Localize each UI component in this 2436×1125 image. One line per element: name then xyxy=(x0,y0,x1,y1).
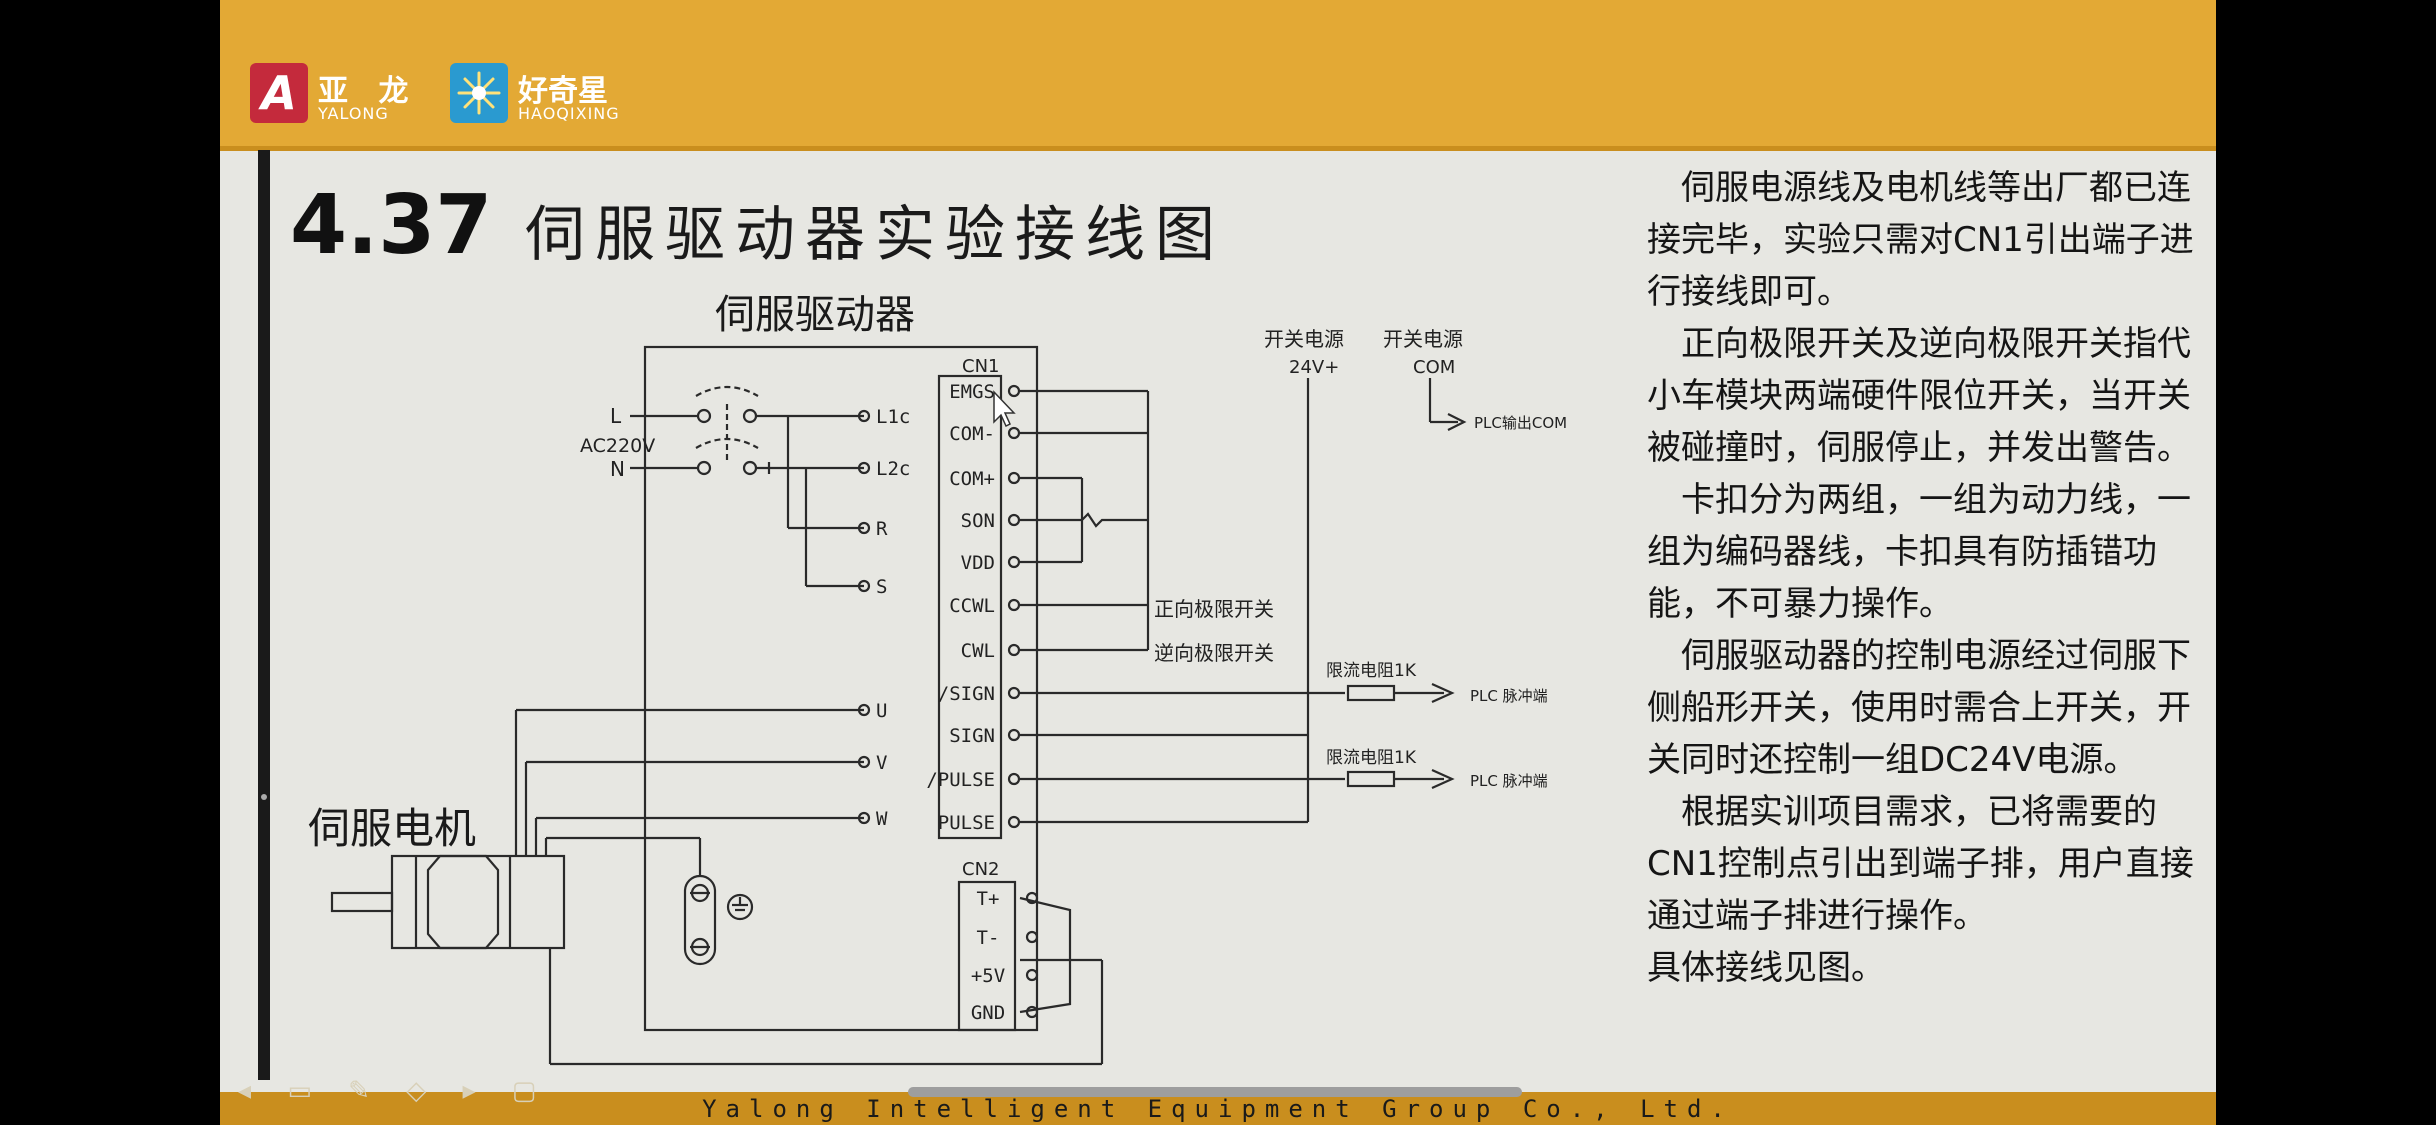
cn1-pin-label: SON xyxy=(961,510,995,532)
motor-label: 伺服电机 xyxy=(308,804,476,853)
cn1-pin-label: CWL xyxy=(961,640,995,662)
description-paragraph-1: 伺服电源线及电机线等出厂都已连接完毕，实验只需对CN1引出端子进行接线即可。 xyxy=(1647,168,2194,312)
cn1-pin-terminal xyxy=(1007,426,1021,440)
driver-terminal-label: L2c xyxy=(876,458,910,480)
forward-limit-label: 正向极限开关 xyxy=(1154,597,1274,621)
ac-source-label: AC220V xyxy=(580,435,655,457)
cn1-pin-terminal xyxy=(1007,728,1021,742)
slide-marker-dot xyxy=(261,794,267,800)
section-number: 4.37 xyxy=(290,178,493,273)
driver-terminal-label: U xyxy=(876,700,887,722)
cn1-label: CN1 xyxy=(962,356,1000,377)
driver-terminal-label: R xyxy=(876,518,888,540)
cn2-pin-terminal xyxy=(1025,930,1039,944)
description-panel: 伺服电源线及电机线等出厂都已连接完毕，实验只需对CN1引出端子进行接线即可。 正… xyxy=(1647,162,2207,994)
cn1-pins: EMGS COM- COM+ SON VDD CCWL CWL/SIGN SIGN/PULSE… xyxy=(926,381,1021,834)
description-paragraph-4: 伺服驱动器的控制电源经过伺服下侧船形开关，使用时需合上开关，开关同时还控制一组D… xyxy=(1647,636,2191,780)
cn1-pin-terminal xyxy=(1007,555,1021,569)
resistor-1-label: 限流电阻1K xyxy=(1326,661,1417,681)
slide: A 亚 龙 YALONG 好奇星 HAOQIXING 4.37 伺服驱动器实验接… xyxy=(220,0,2216,1125)
slideshow-controls[interactable]: ◂ ▭ ✎ ◇ ▸ ▢ xyxy=(238,1076,551,1106)
cn2-label: CN2 xyxy=(962,859,1000,880)
ground-icon xyxy=(726,893,754,921)
header-divider xyxy=(220,146,2216,151)
wiring-diagram: 伺服驱动器 CN1 CN2 EMGS COM- COM+ SON VDD CCWL CWL /… xyxy=(308,292,1567,1066)
switch-power-2-value: COM xyxy=(1413,357,1455,378)
cn1-pin-label: VDD xyxy=(961,552,995,574)
cn1-pin-label: PULSE xyxy=(938,812,995,834)
cn1-pin-terminal xyxy=(1007,643,1021,657)
switch-power-1-label: 开关电源 xyxy=(1264,327,1344,351)
description-paragraph-2: 正向极限开关及逆向极限开关指代小车模块两端硬件限位开关，当开关被碰撞时，伺服停止… xyxy=(1647,324,2191,468)
cn2-pin-label: GND xyxy=(971,1002,1005,1024)
haoqixing-logo-subtext: HAOQIXING xyxy=(518,104,620,123)
haoqixing-logo-icon xyxy=(450,63,508,123)
driver-box xyxy=(643,345,1039,1032)
cn1-pin-label: EMGS xyxy=(949,381,995,403)
cn2-pin-label: T+ xyxy=(977,888,1000,910)
driver-terminal-label: W xyxy=(876,808,888,830)
driver-terminal-label: V xyxy=(876,752,887,774)
cn1-pin-terminal xyxy=(1007,815,1021,829)
cn2-pin-label: +5V xyxy=(971,965,1005,987)
cn1-pin-label: COM+ xyxy=(949,468,995,490)
description-paragraph-5: 根据实训项目需求，已将需要的CN1控制点引出到端子排，用户直接通过端子排进行操作… xyxy=(1647,792,2194,936)
cn1-pin-terminal xyxy=(1007,772,1021,786)
left-accent-bar xyxy=(258,150,270,1080)
switch-power-2-label: 开关电源 xyxy=(1383,327,1463,351)
cn1-pin-terminal xyxy=(1007,384,1021,398)
cn2-pins: T+ T- +5V GND xyxy=(971,888,1039,1024)
cn1-pin-terminal xyxy=(1007,513,1021,527)
resistor-2 xyxy=(1346,770,1396,788)
description-paragraph-6: 具体接线见图。 xyxy=(1647,948,1885,988)
ground-clamp xyxy=(683,874,717,966)
yalong-logo-icon: A xyxy=(250,63,308,123)
cn1-pin-label: /SIGN xyxy=(938,683,995,705)
cn1-pin-terminal xyxy=(1007,598,1021,612)
yalong-logo-subtext: YALONG xyxy=(318,104,389,123)
driver-terminal-label: S xyxy=(876,576,887,598)
page-title: 伺服驱动器实验接线图 xyxy=(525,200,1225,270)
cn2-pin-label: T- xyxy=(977,927,1000,949)
switch-power-1-value: 24V+ xyxy=(1289,357,1339,378)
plc-pulse-2-label: PLC 脉冲端 xyxy=(1470,772,1548,790)
footer-bar xyxy=(220,1092,2216,1125)
cn2-pin-terminal xyxy=(1025,968,1039,982)
driver-terminal-label: L1c xyxy=(876,406,910,428)
header-bar xyxy=(220,0,2216,146)
haoqixing-logo-text: 好奇星 xyxy=(518,74,608,109)
cn1-box xyxy=(937,374,1003,840)
footer-company-name: Yalong Intelligent Equipment Group Co., … xyxy=(702,1095,1734,1123)
resistor-1 xyxy=(1346,684,1396,702)
yalong-logo-text: 亚 龙 xyxy=(318,74,419,109)
description-paragraph-3: 卡扣分为两组，一组为动力线，一组为编码器线，卡扣具有防插错功能，不可暴力操作。 xyxy=(1647,480,2191,624)
plc-com-out-label: PLC输出COM xyxy=(1474,414,1567,432)
line-L-label: L xyxy=(610,404,622,428)
cn1-pin-terminal xyxy=(1007,471,1021,485)
cn1-pin-label: /PULSE xyxy=(926,769,995,791)
cn1-pin-label: SIGN xyxy=(949,725,995,747)
cn1-pin-label: CCWL xyxy=(949,595,995,617)
mouse-cursor-icon xyxy=(993,390,1016,428)
resistor-2-label: 限流电阻1K xyxy=(1326,748,1417,768)
driver-label: 伺服驱动器 xyxy=(715,292,915,338)
cn1-pin-label: COM- xyxy=(949,423,995,445)
video-scrollbar[interactable] xyxy=(908,1087,1522,1097)
plc-pulse-1-label: PLC 脉冲端 xyxy=(1470,687,1548,705)
motor-body xyxy=(390,854,566,950)
line-N-label: N xyxy=(610,457,625,481)
reverse-limit-label: 逆向极限开关 xyxy=(1154,641,1274,665)
cn1-pin-terminal xyxy=(1007,686,1021,700)
cn2-box xyxy=(957,880,1017,1032)
